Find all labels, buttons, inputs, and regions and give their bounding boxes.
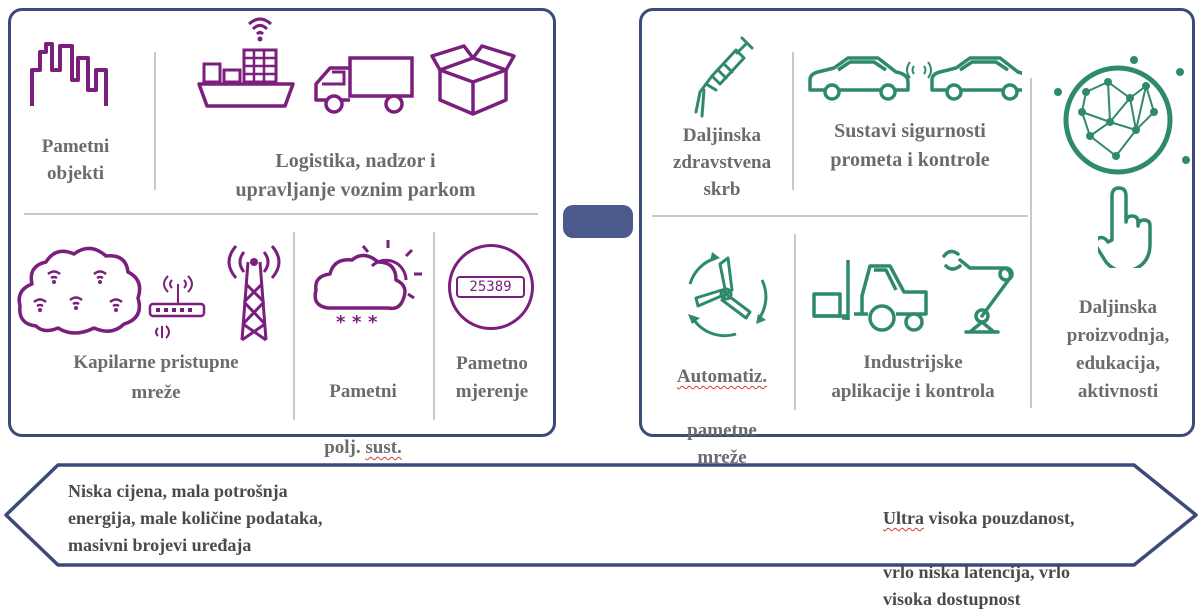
separator <box>154 52 156 190</box>
critical-iot-panel <box>639 8 1195 437</box>
svg-text:*: * <box>336 312 346 333</box>
svg-text:*: * <box>352 312 362 333</box>
smart-buildings-label: Pametni objekti <box>41 136 110 184</box>
traffic-safety-label: Sustavi sigurnosti prometa i kontrole <box>830 120 990 171</box>
smart-metering-label: Pametno mjerenje <box>455 353 529 402</box>
separator <box>433 232 435 420</box>
globe-network-icon <box>1054 56 1190 175</box>
capillary-networks-label: Kapilarne pristupne mreže <box>73 352 239 403</box>
smart-agriculture-line1: Pametni <box>329 381 397 402</box>
weather-cloud-icon: * * * <box>313 240 422 333</box>
separator <box>792 52 794 190</box>
separator <box>1030 78 1032 408</box>
wind-turbine-cycle-icon <box>688 252 768 338</box>
smart-agriculture-label: Pametni polj. sust. <box>303 350 423 462</box>
truck-icon <box>314 56 414 114</box>
wifi-icon <box>247 17 273 42</box>
meter-display: 25389 <box>456 276 525 298</box>
high-reliability-word1: Ultra <box>883 508 924 528</box>
separator <box>293 232 295 420</box>
router-icon <box>148 275 206 339</box>
industrial-label: Industrijske aplikacije i kontrola <box>831 352 995 402</box>
package-box-icon <box>430 44 516 116</box>
cell-tower-icon <box>227 245 281 342</box>
high-reliability-rest: vrlo niska latencija, vrlo visoka dostup… <box>883 562 1070 609</box>
logistics-label: Logistika, nadzor i upravljanje voznim p… <box>235 150 476 201</box>
separator <box>24 213 538 215</box>
smart-grids-rest: pametne mreže <box>687 420 757 468</box>
cargo-ship-icon <box>197 48 295 108</box>
smart-agriculture-line2a: polj. <box>324 437 366 458</box>
low-cost-features-text: Niska cijena, mala potrošnja energija, m… <box>68 481 323 555</box>
smart-grids-label: Automatiz. pametne mreže <box>652 336 792 471</box>
panel-connector <box>563 205 633 238</box>
high-reliability-line1-rest: visoka pouzdanost, <box>923 508 1075 528</box>
city-buildings-icon <box>30 42 108 106</box>
remote-healthcare-label: Daljinska zdravstvena skrb <box>672 125 772 200</box>
separator <box>652 215 1028 217</box>
separator <box>794 234 796 410</box>
touch-hand-icon <box>1098 186 1152 268</box>
smart-agriculture-line2b: sust. <box>365 437 402 458</box>
connected-cars-icon <box>808 56 1022 101</box>
smart-meter-icon: 25389 <box>448 244 534 330</box>
remote-production-label: Daljinska proizvodnja, edukacija, aktivn… <box>1066 297 1170 402</box>
syringe-icon <box>694 36 754 118</box>
svg-text:*: * <box>368 312 378 333</box>
smart-grids-word1: Automatiz. <box>676 366 768 387</box>
forklift-icon <box>812 260 928 332</box>
double-arrow-icon <box>4 463 1198 567</box>
high-reliability-features-text: Ultra visoka pouzdanost, vrlo niska late… <box>883 478 1183 613</box>
robotic-arm-icon <box>942 249 1014 334</box>
cloud-wifi-icon <box>17 246 142 335</box>
